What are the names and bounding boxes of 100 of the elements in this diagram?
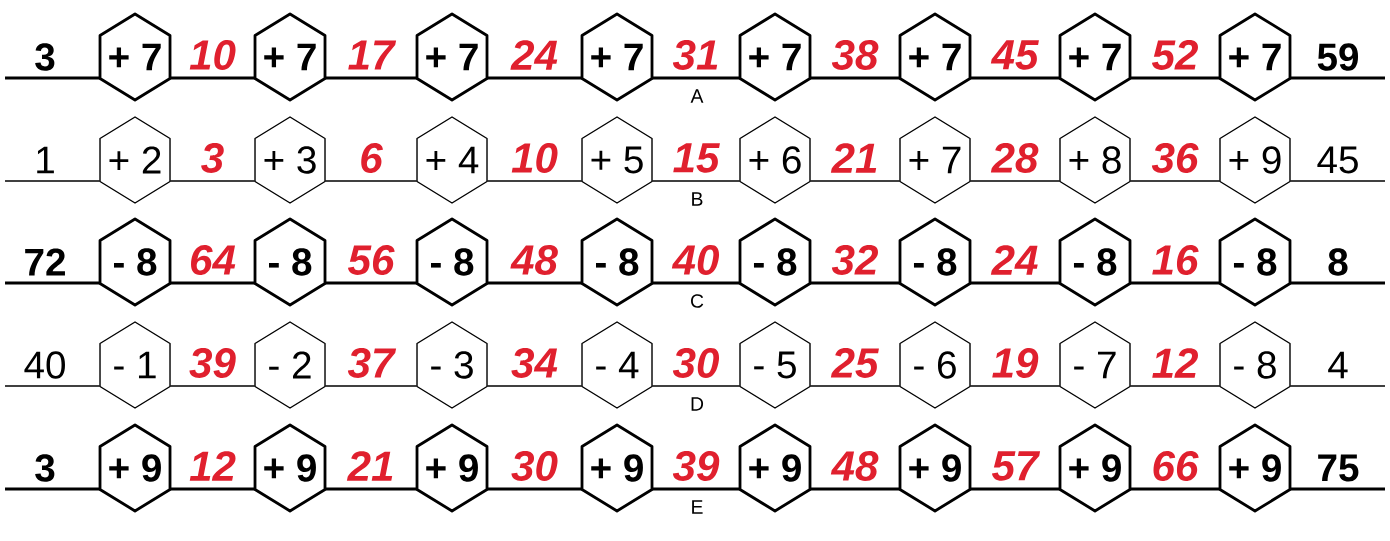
answer: 24 xyxy=(510,40,558,70)
answer: 36 xyxy=(1151,143,1199,173)
answer: 30 xyxy=(511,451,558,481)
hexagon: + 7 xyxy=(98,12,172,102)
row-letter: A xyxy=(690,89,704,103)
answer: 21 xyxy=(346,451,393,481)
number: 40 xyxy=(24,351,65,379)
line xyxy=(170,76,255,80)
hexagon: - 8 xyxy=(898,217,972,307)
answer: 3 xyxy=(201,143,224,173)
line xyxy=(970,487,1060,491)
answer: 19 xyxy=(992,348,1039,378)
line xyxy=(809,180,901,182)
hexagon: - 8 xyxy=(580,217,654,307)
hexagon: + 6 xyxy=(739,116,811,204)
line xyxy=(170,487,255,491)
hexagon: - 8 xyxy=(415,217,489,307)
hexagon: - 8 xyxy=(738,217,812,307)
line xyxy=(324,385,418,387)
answer: 17 xyxy=(348,40,397,70)
line xyxy=(4,180,101,182)
line xyxy=(1289,385,1386,387)
line xyxy=(169,385,256,387)
hexagon: + 8 xyxy=(1059,116,1131,204)
line xyxy=(652,281,740,285)
answer: 10 xyxy=(511,143,558,173)
answer: 56 xyxy=(347,245,395,275)
hexagon: + 9 xyxy=(253,423,327,513)
line xyxy=(5,76,100,80)
line xyxy=(325,487,417,491)
hexagon: + 9 xyxy=(1219,116,1291,204)
hexagon: + 5 xyxy=(581,116,653,204)
answer: 24 xyxy=(990,245,1038,275)
line xyxy=(169,180,256,182)
answer: 15 xyxy=(673,143,720,173)
answer: 12 xyxy=(189,451,236,481)
answer: 10 xyxy=(189,40,236,70)
row-letter: B xyxy=(692,192,703,206)
answer: 48 xyxy=(510,245,558,275)
hexagon: - 4 xyxy=(581,321,653,409)
answer: 34 xyxy=(511,348,558,378)
line xyxy=(487,76,582,80)
hexagon: + 2 xyxy=(99,116,171,204)
answer: 64 xyxy=(191,245,236,275)
hexagon: + 7 xyxy=(1058,12,1132,102)
answer: 38 xyxy=(831,40,879,70)
line xyxy=(1130,281,1220,285)
line xyxy=(809,385,901,387)
number: 8 xyxy=(1328,248,1348,276)
answer: 66 xyxy=(1153,451,1199,481)
line xyxy=(810,487,900,491)
answer: 28 xyxy=(990,143,1039,173)
answer: 21 xyxy=(830,143,877,173)
number: 3 xyxy=(35,454,55,482)
hexagon: - 3 xyxy=(416,321,488,409)
line xyxy=(325,76,417,80)
hexagon: + 7 xyxy=(580,12,654,102)
line xyxy=(1289,180,1386,182)
hexagon: + 7 xyxy=(738,12,812,102)
line xyxy=(5,281,100,285)
answer: 25 xyxy=(830,348,879,378)
line xyxy=(970,76,1060,80)
line xyxy=(810,76,900,80)
hexagon: - 5 xyxy=(739,321,811,409)
line xyxy=(486,385,583,387)
line xyxy=(1290,281,1385,285)
line xyxy=(970,281,1060,285)
hexagon: + 9 xyxy=(898,423,972,513)
hexagon: - 8 xyxy=(253,217,327,307)
line xyxy=(486,180,583,182)
hexagon: - 2 xyxy=(254,321,326,409)
line xyxy=(487,487,582,491)
row-letter: C xyxy=(691,294,704,308)
line xyxy=(1130,487,1220,491)
hexagon: - 8 xyxy=(98,217,172,307)
line xyxy=(1290,487,1385,491)
row-letter: E xyxy=(692,500,703,514)
line xyxy=(1290,76,1385,80)
hexagon: + 9 xyxy=(1058,423,1132,513)
number: 3 xyxy=(35,43,55,71)
line xyxy=(5,487,100,491)
hexagon: - 8 xyxy=(1218,217,1292,307)
hexagon: + 9 xyxy=(1218,423,1292,513)
line xyxy=(1130,76,1220,80)
answer: 48 xyxy=(830,451,879,481)
line xyxy=(652,76,740,80)
line xyxy=(324,180,418,182)
line xyxy=(170,281,255,285)
hexagon: + 9 xyxy=(415,423,489,513)
number: 1 xyxy=(37,146,54,174)
number: 75 xyxy=(1318,454,1359,482)
number: 45 xyxy=(1317,146,1358,174)
answer: 31 xyxy=(672,40,718,70)
hexagon: - 8 xyxy=(1058,217,1132,307)
answer: 30 xyxy=(672,348,720,378)
answer: 39 xyxy=(672,451,720,481)
hexagon: + 3 xyxy=(254,116,326,204)
line xyxy=(652,487,740,491)
answer: 32 xyxy=(831,245,878,275)
line xyxy=(969,385,1061,387)
